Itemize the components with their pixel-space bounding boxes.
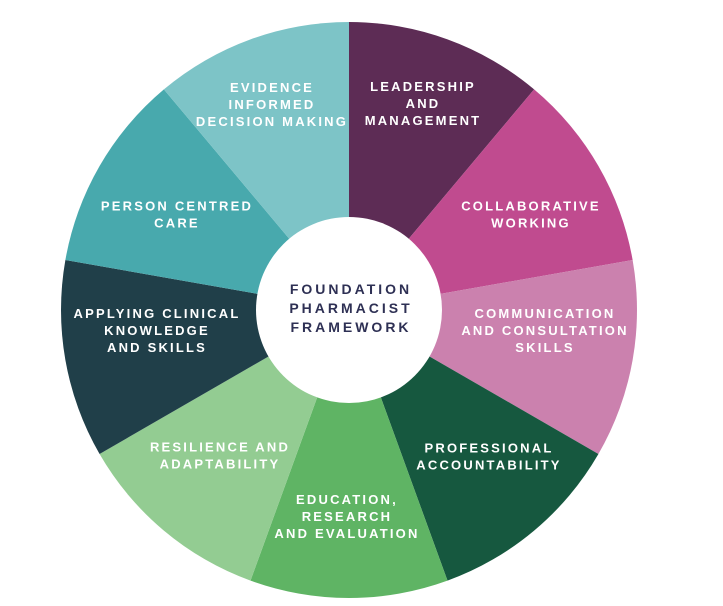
segment-education-research-and-evaluation [250, 310, 448, 598]
center-circle [256, 217, 442, 403]
